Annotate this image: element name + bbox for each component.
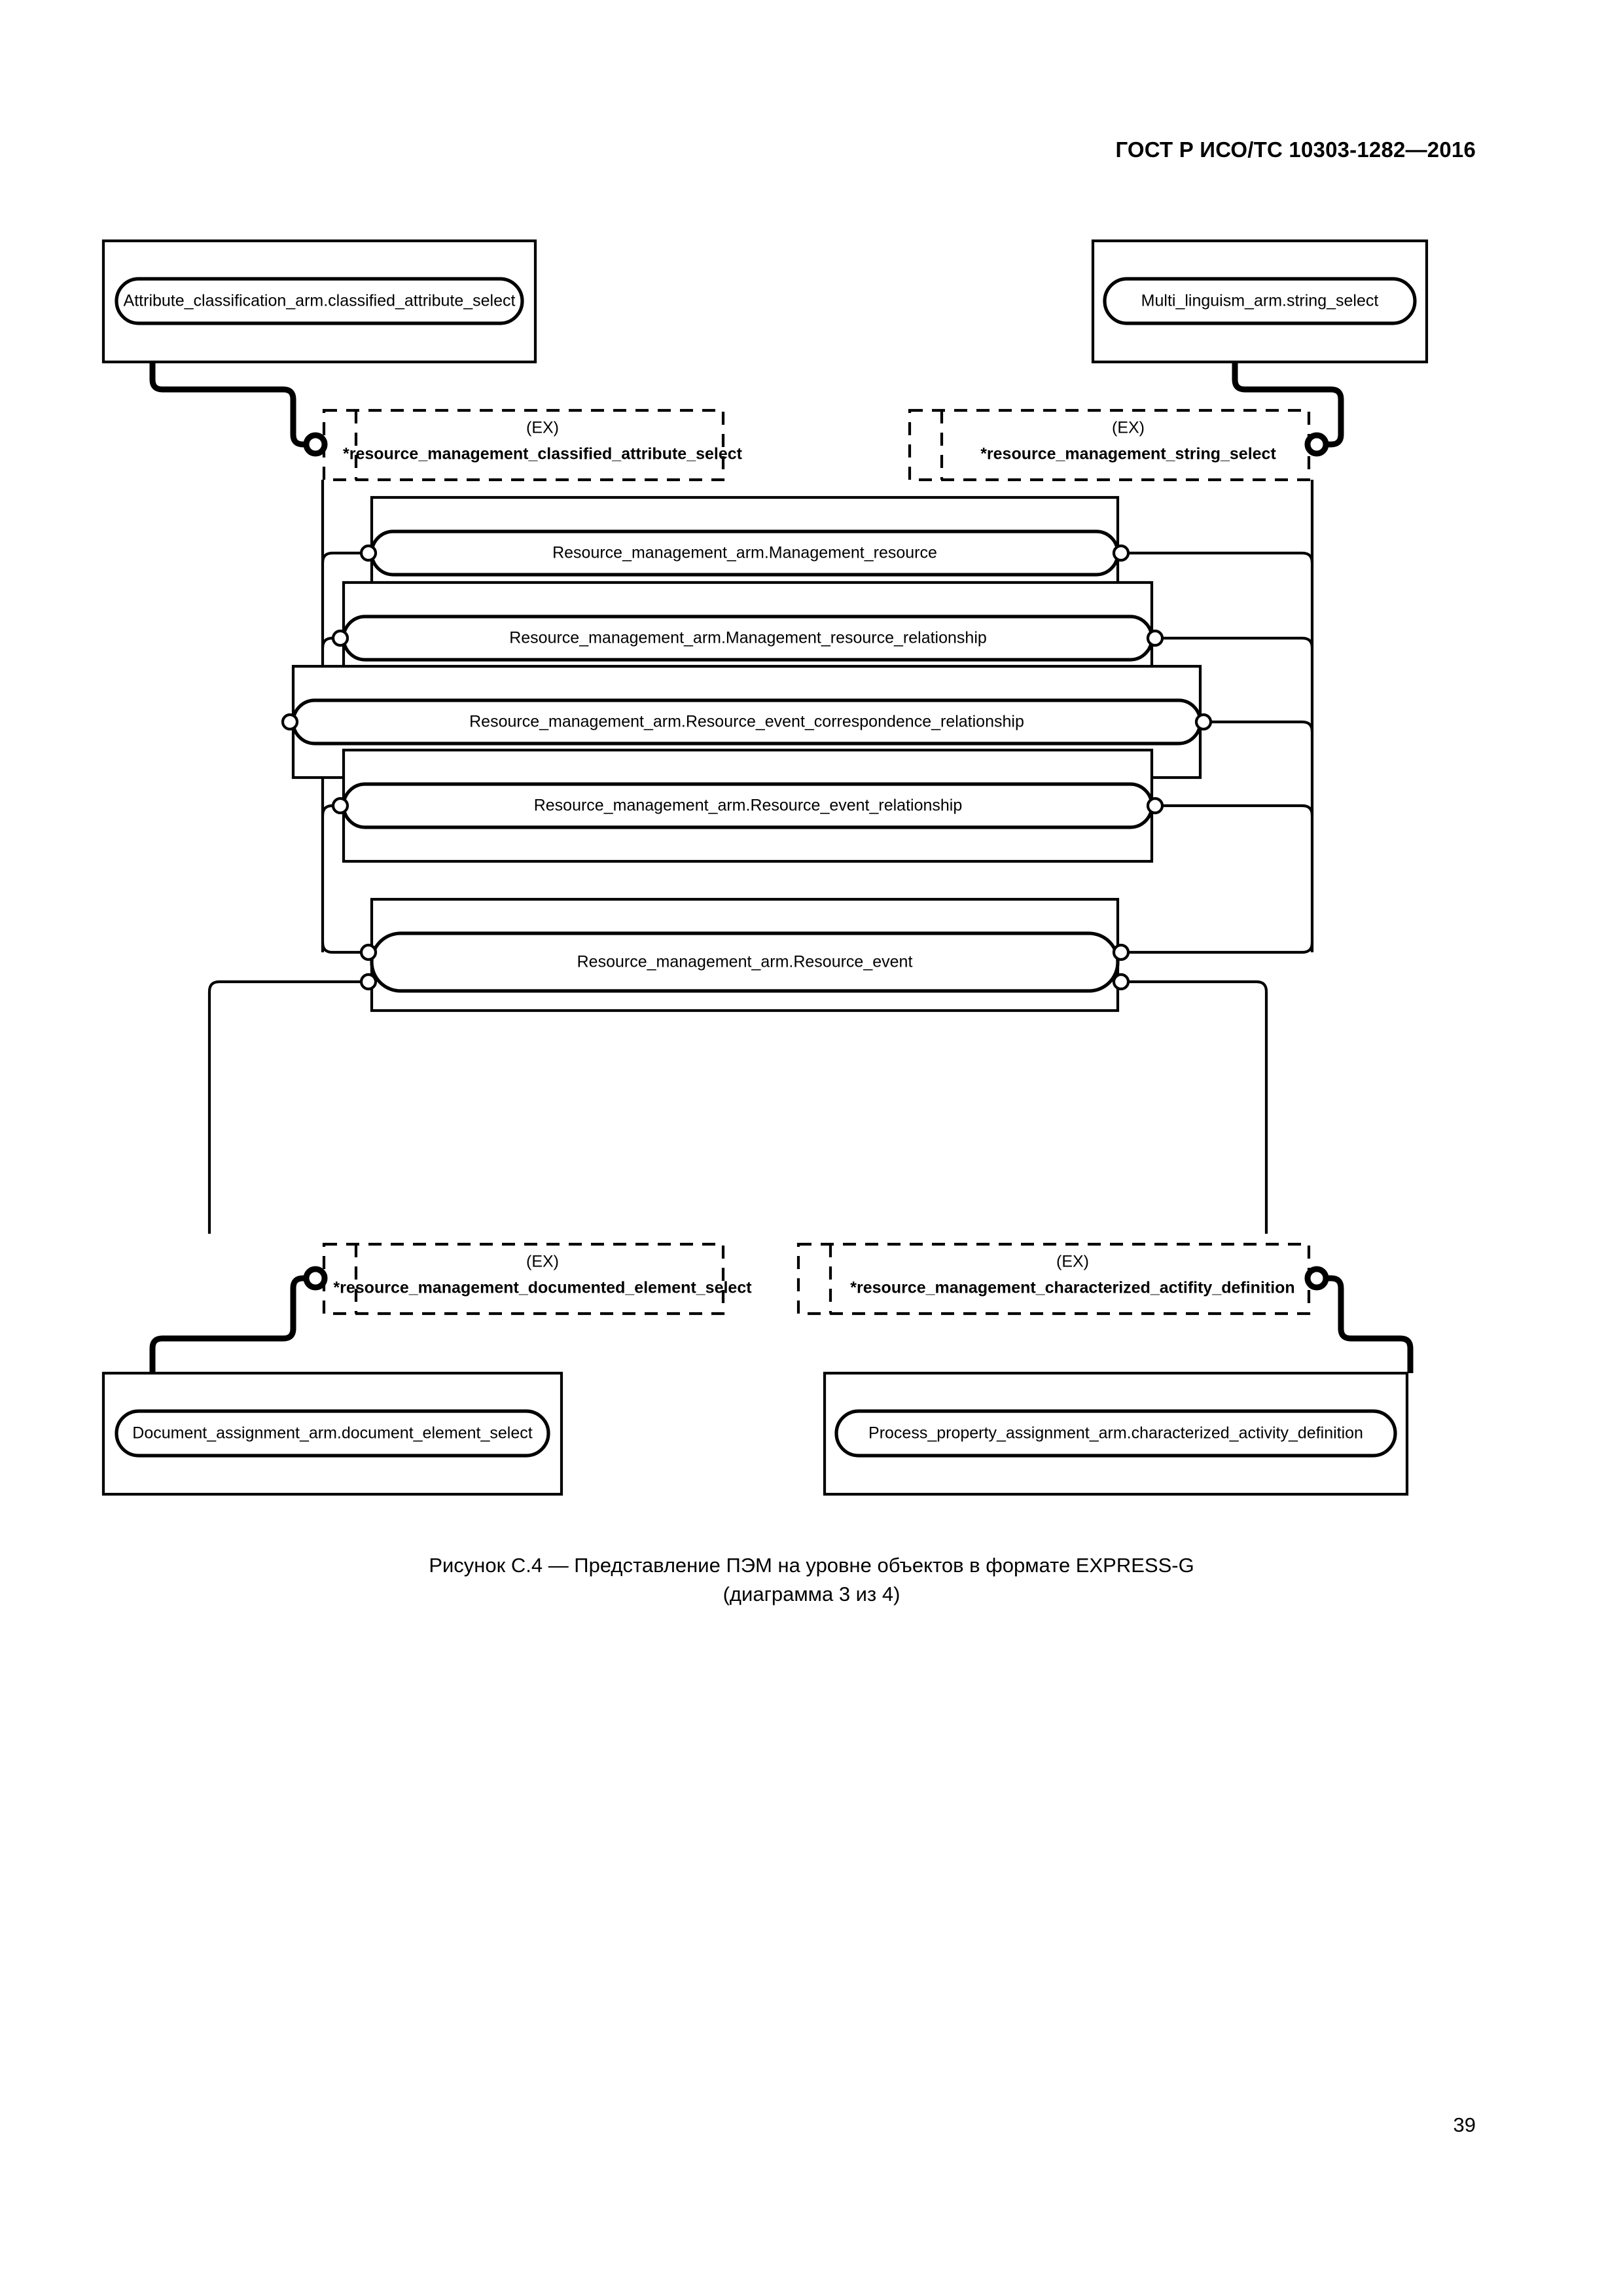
port-circle — [303, 1266, 328, 1291]
port-circle-left-lower — [359, 973, 378, 991]
figure-caption-line-2: (диаграмма 3 из 4) — [722, 1583, 901, 1606]
schema-box-process-property-assignment-arm[interactable]: Process_property_assignment_arm.characte… — [823, 1371, 1409, 1496]
port-circle-left-upper — [359, 943, 378, 961]
port-circle-left — [281, 713, 299, 731]
link-ex-documented-to-document-assignment — [149, 1275, 315, 1373]
branch-right-resource-event-correspondence — [1205, 720, 1314, 732]
figure-caption-line-1: Рисунок С.4 — Представление ПЭМ на уровн… — [429, 1554, 1194, 1577]
schema-box-label: Attribute_classification_arm.classified_… — [124, 292, 516, 310]
schema-box-attribute-classification-arm[interactable]: Attribute_classification_arm.classified_… — [101, 239, 537, 364]
branch-right-management-resource — [1126, 551, 1314, 564]
link-resource-event-to-documented-element-select — [207, 980, 361, 1234]
interface-box-label: *resource_management_string_select — [980, 445, 1276, 463]
schema-box-multi-linguism-arm[interactable]: Multi_linguism_arm.string_select — [1091, 239, 1429, 364]
port-circle-left — [331, 797, 349, 815]
entity-label: Resource_management_arm.Resource_event_c… — [469, 713, 1024, 731]
interface-box-ex-string-select[interactable]: (EX) *resource_management_string_select — [908, 408, 1329, 482]
port-circle-right — [1146, 629, 1164, 647]
interface-box-label: *resource_management_documented_element_… — [333, 1279, 752, 1297]
port-circle-right — [1146, 797, 1164, 815]
port-circle-right — [1194, 713, 1213, 731]
page-number: 39 — [1453, 2113, 1476, 2136]
interface-box-marker: (EX) — [526, 419, 559, 437]
interface-box-ex-documented-element-select[interactable]: (EX) *resource_management_documented_ele… — [303, 1242, 752, 1316]
link-multi-linguism-to-ex — [1232, 361, 1344, 448]
branch-right-resource-event-relationship — [1157, 804, 1314, 816]
express-g-diagram: Attribute_classification_arm.classified_… — [98, 223, 1525, 1518]
branch-left-management-resource — [321, 551, 361, 564]
entity-box-resource-event-relationship[interactable]: Resource_management_arm.Resource_event_r… — [331, 748, 1164, 863]
figure-caption: Рисунок С.4 — Представление ПЭМ на уровн… — [0, 1551, 1623, 1609]
port-circle — [1304, 432, 1329, 457]
interface-box-marker: (EX) — [526, 1253, 559, 1271]
interface-box-label: *resource_management_classified_attribut… — [343, 445, 743, 463]
schema-box-document-assignment-arm[interactable]: Document_assignment_arm.document_element… — [101, 1371, 563, 1496]
entity-label: Resource_management_arm.Resource_event — [577, 953, 913, 971]
port-circle-left — [331, 629, 349, 647]
port-circle-right-upper — [1112, 943, 1130, 961]
interface-box-label: *resource_management_characterized_actif… — [850, 1279, 1294, 1297]
schema-box-label: Document_assignment_arm.document_element… — [132, 1424, 532, 1443]
link-attribute-classification-to-ex — [149, 361, 315, 448]
port-circle-right-lower — [1112, 973, 1130, 991]
interface-box-ex-classified-attribute-select[interactable]: (EX) *resource_management_classified_att… — [303, 408, 743, 482]
interface-box-marker: (EX) — [1112, 419, 1145, 437]
branch-right-management-resource-relationship — [1157, 636, 1314, 649]
port-circle — [303, 432, 328, 457]
port-circle — [1304, 1266, 1329, 1291]
link-resource-event-to-characterized-activity-definition — [1126, 980, 1268, 1234]
entity-box-resource-event[interactable]: Resource_management_arm.Resource_event — [359, 897, 1130, 1013]
entity-label: Resource_management_arm.Resource_event_r… — [534, 797, 963, 815]
entity-label: Resource_management_arm.Management_resou… — [509, 629, 987, 647]
branch-right-resource-event — [1126, 942, 1314, 954]
link-ex-characterized-to-process-property — [1317, 1275, 1414, 1373]
schema-box-label: Multi_linguism_arm.string_select — [1141, 292, 1379, 310]
entity-label: Resource_management_arm.Management_resou… — [552, 544, 937, 562]
port-circle-left — [359, 544, 378, 562]
interface-box-ex-characterized-actifity-definition[interactable]: (EX) *resource_management_characterized_… — [796, 1242, 1329, 1316]
interface-box-marker: (EX) — [1056, 1253, 1089, 1271]
schema-box-label: Process_property_assignment_arm.characte… — [868, 1424, 1363, 1443]
branch-left-resource-event — [321, 942, 361, 954]
port-circle-right — [1112, 544, 1130, 562]
document-header-standard-id: ГОСТ Р ИСО/ТС 10303-1282—2016 — [1115, 137, 1476, 162]
